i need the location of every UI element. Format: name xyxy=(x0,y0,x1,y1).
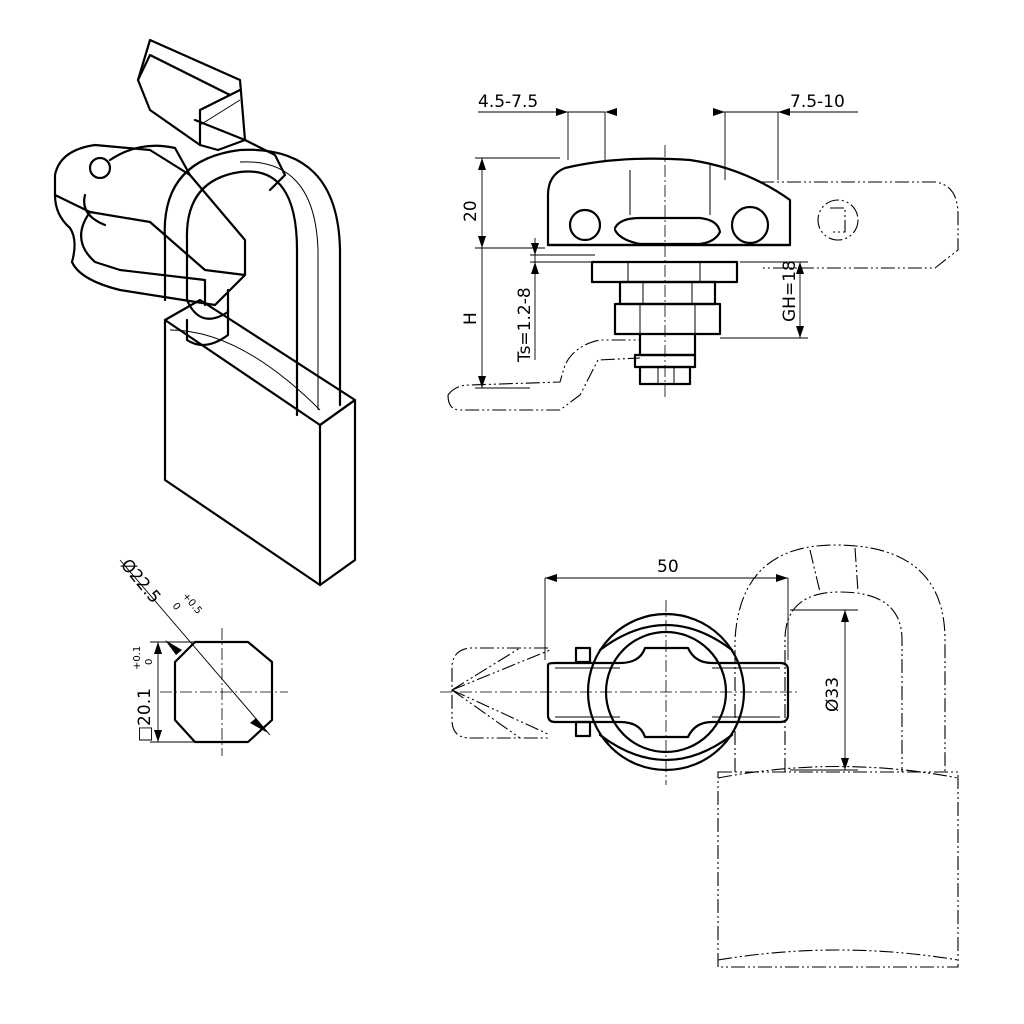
dia-22-tol-upper: +0.5 xyxy=(180,591,204,617)
top-view: 50 Ø33 xyxy=(440,544,959,968)
square-hole-detail: Ø22.5 +0.5 0 □20.1 +0.1 0 xyxy=(116,555,288,756)
wall-right-label: 7.5-10 xyxy=(790,92,845,112)
gh-label: GH=18 xyxy=(780,260,800,322)
isometric-view xyxy=(53,38,357,587)
dia-22-tol-lower: 0 xyxy=(170,601,183,613)
cam-tongue-iso xyxy=(136,38,287,192)
h-label: H xyxy=(461,312,481,325)
ts-label: Ts=1.2-8 xyxy=(515,287,535,363)
wall-left-label: 4.5-7.5 xyxy=(478,92,538,112)
side-view: 4.5-7.5 7.5-10 20 H Ts=1.2-8 GH=18 xyxy=(447,92,959,411)
height-20-label: 20 xyxy=(461,200,481,222)
dia-22-label: Ø22.5 xyxy=(116,555,164,607)
dia-33-label: Ø33 xyxy=(823,677,843,712)
width-50-label: 50 xyxy=(657,557,679,577)
shackle-iso xyxy=(163,148,342,417)
sq-20-tol-upper: +0.1 xyxy=(132,646,143,670)
sq-20-tol-lower: 0 xyxy=(144,659,155,665)
sq-20-label: □20.1 xyxy=(135,688,155,742)
lever-handle-iso xyxy=(53,143,247,307)
